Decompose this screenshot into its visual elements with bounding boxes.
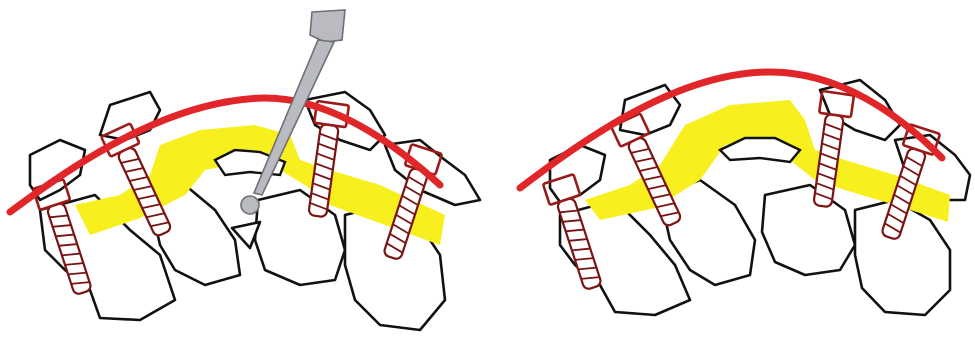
vertebra	[762, 185, 855, 275]
vertebra-posterior	[550, 145, 605, 202]
panel-left	[10, 10, 480, 330]
panel-right	[520, 72, 970, 315]
